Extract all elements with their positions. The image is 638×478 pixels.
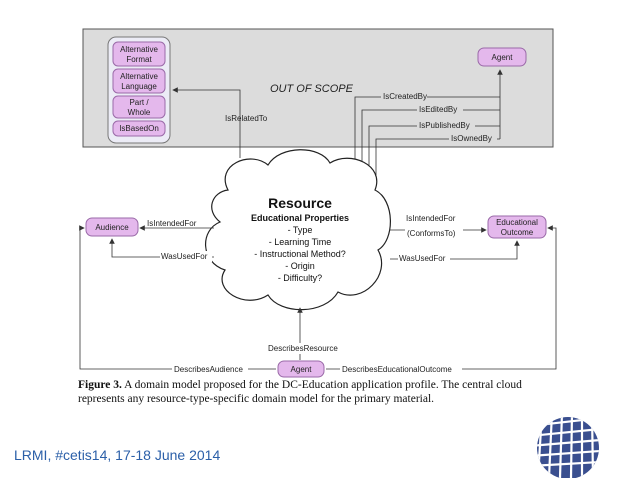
figure-number: Figure 3. [78, 379, 122, 391]
outcome-intended-bg [405, 228, 463, 239]
audience-used-bg [160, 251, 212, 262]
is-published-by-label: IsPublishedBy [419, 121, 470, 130]
agent-bottom-node [277, 360, 325, 378]
is-related-to-edge [172, 87, 241, 158]
audience-used-label: WasUsedFor [161, 252, 208, 261]
describes-audience-bg [172, 364, 248, 375]
describes-outcome-bg [340, 364, 462, 375]
is-based-on-label: IsBasedOn [119, 124, 159, 133]
is-based-on-node [112, 120, 166, 137]
educational-outcome-node [487, 215, 547, 239]
is-owned-by-bg [449, 133, 497, 144]
alternative-language-node [112, 68, 166, 94]
domain-model-diagram: OUT OF SCOPE Alternative Format Alternat… [79, 28, 557, 378]
is-published-by-bg [417, 120, 475, 131]
resource-property-learning-time: - Learning Time [269, 237, 332, 247]
audience-intended-label: IsIntendedFor [147, 219, 197, 228]
is-created-by-label: IsCreatedBy [383, 92, 427, 101]
describes-resource-bg [266, 343, 340, 354]
resource-property-difficulty: - Difficulty? [278, 273, 322, 283]
describes-audience-label: DescribesAudience [174, 365, 243, 374]
out-of-scope-label: OUT OF SCOPE [270, 83, 354, 95]
alternative-format-line1: Alternative [120, 45, 158, 54]
part-whole-line2: Whole [128, 108, 151, 117]
alternative-language-line2: Language [121, 82, 157, 91]
outcome-intended-label-2: (ConformsTo) [407, 229, 456, 238]
agent-bottom-label: Agent [291, 365, 313, 374]
part-whole-line1: Part / [129, 98, 149, 107]
alternative-language-line1: Alternative [120, 72, 158, 81]
alternative-format-node [112, 41, 166, 67]
educational-outcome-line1: Educational [496, 218, 538, 227]
resource-property-type: - Type [288, 225, 313, 235]
is-edited-by-bg [417, 104, 463, 115]
part-whole-node [112, 95, 166, 119]
resource-subtitle: Educational Properties [251, 213, 349, 223]
resource-property-origin: - Origin [285, 261, 315, 271]
is-related-to-label: IsRelatedTo [225, 114, 268, 123]
outcome-used-label: WasUsedFor [399, 254, 446, 263]
outcome-intended-label: IsIntendedFor [406, 214, 456, 223]
resource-title: Resource [268, 195, 332, 211]
is-created-by-edge [354, 96, 500, 175]
alternative-format-line2: Format [126, 55, 152, 64]
agent-top-label: Agent [492, 53, 514, 62]
resource-property-instructional-method: - Instructional Method? [254, 249, 346, 259]
audience-label: Audience [95, 223, 129, 232]
figure-caption: Figure 3. A domain model proposed for th… [78, 378, 568, 406]
outcome-used-bg [398, 253, 450, 264]
is-edited-by-label: IsEditedBy [419, 105, 457, 114]
is-owned-by-label: IsOwnedBy [451, 134, 492, 143]
educational-outcome-line2: Outcome [501, 228, 534, 237]
footer-text: LRMI, #cetis14, 17-18 June 2014 [14, 447, 221, 463]
describes-resource-label: DescribesResource [268, 344, 338, 353]
is-created-by-bg [381, 91, 427, 102]
agent-top-node [477, 47, 527, 67]
globe-logo-icon [537, 417, 599, 478]
figure-caption-text: A domain model proposed for the DC-Educa… [78, 379, 522, 405]
describes-outcome-label: DescribesEducationalOutcome [342, 365, 452, 374]
audience-node [85, 217, 139, 237]
